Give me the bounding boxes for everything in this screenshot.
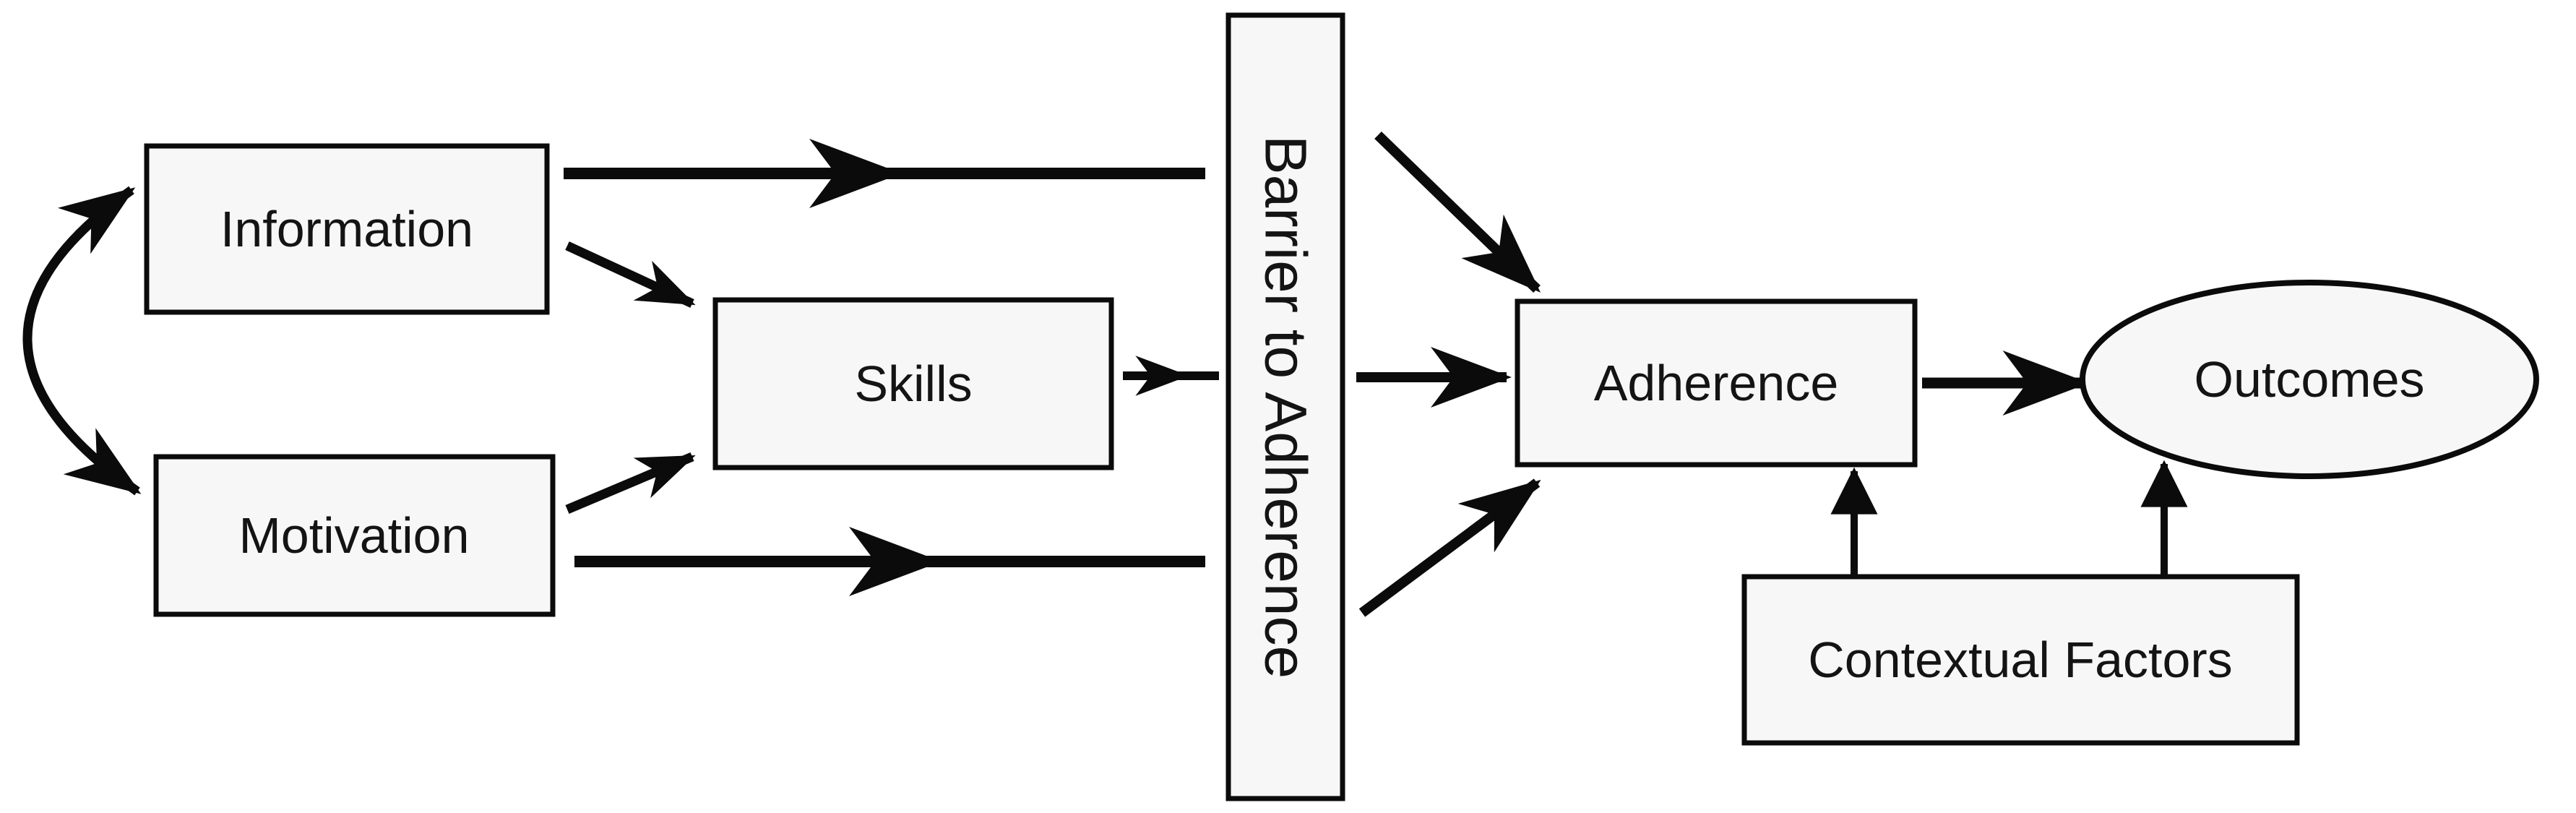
node-information: Information bbox=[144, 143, 550, 315]
outcomes-label: Outcomes bbox=[2194, 351, 2425, 408]
node-contextual-factors: Contextual Factors bbox=[1741, 574, 2300, 746]
motivation-box bbox=[153, 454, 556, 617]
node-motivation: Motivation bbox=[153, 454, 556, 617]
information-box bbox=[144, 143, 550, 315]
outcomes-ellipse bbox=[2080, 280, 2539, 479]
contextual-factors-box bbox=[1741, 574, 2300, 746]
motivation-label: Motivation bbox=[238, 507, 469, 564]
adherence-label: Adherence bbox=[1594, 355, 1839, 411]
node-barrier: Barrier to Adherence bbox=[1225, 12, 1345, 801]
skills-label: Skills bbox=[854, 356, 972, 412]
node-skills: Skills bbox=[712, 297, 1114, 470]
information-label: Information bbox=[220, 201, 473, 257]
edge-motivation-skills-arrow bbox=[565, 452, 696, 514]
node-adherence: Adherence bbox=[1515, 298, 1918, 468]
contextual-factors-label: Contextual Factors bbox=[1808, 632, 2232, 688]
adherence-box bbox=[1515, 298, 1918, 468]
barrier-box bbox=[1225, 12, 1345, 801]
edge-information-skills-arrow bbox=[565, 241, 696, 308]
edge-information-motivation-curved-double-arrow bbox=[22, 186, 142, 496]
barrier-label: Barrier to Adherence bbox=[1253, 135, 1319, 679]
edge-barrier-adherence-bottom-arrow bbox=[1358, 478, 1541, 617]
node-outcomes: Outcomes bbox=[2080, 280, 2539, 479]
skills-box bbox=[712, 297, 1114, 470]
edge-barrier-adherence-top-arrow bbox=[1374, 131, 1541, 293]
